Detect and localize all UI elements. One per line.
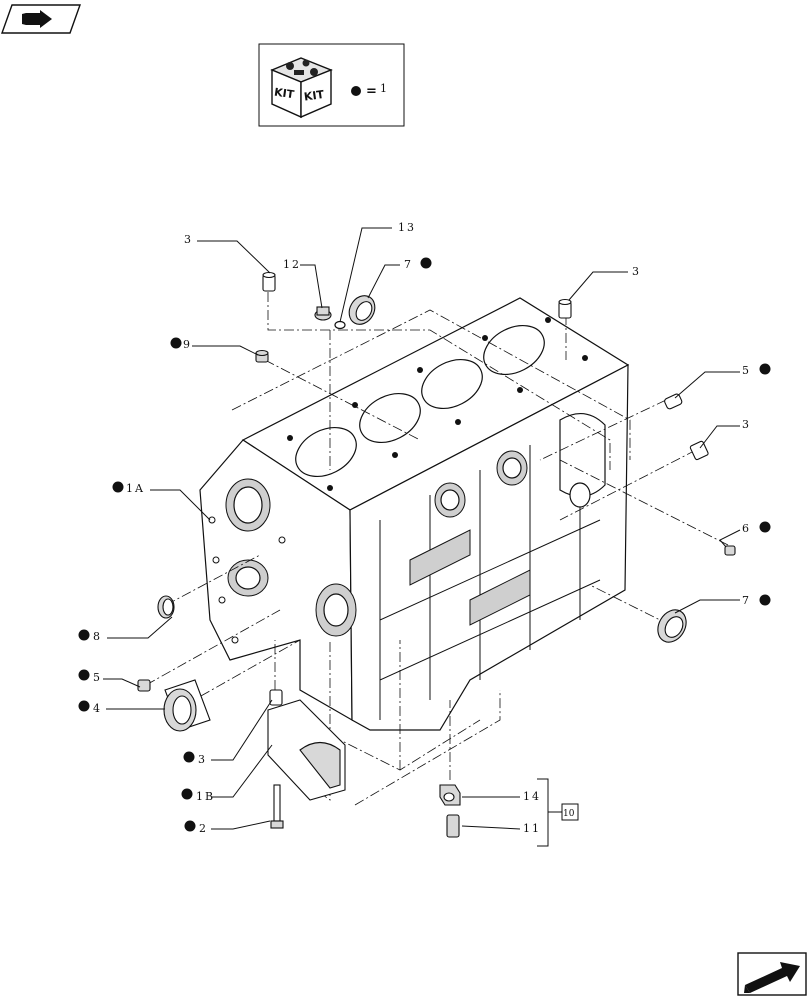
callout-3-bottom: 3 (198, 753, 207, 766)
main-bearing-cap-1B (267, 699, 346, 801)
dowel-sleeve-top-left (262, 271, 276, 292)
filled-dot-icon (112, 481, 124, 493)
kit-box: KIT KIT = 1 (258, 43, 405, 127)
callout-5-right: 5 (742, 364, 751, 377)
filled-dot-icon (181, 788, 193, 800)
kit-equals: = (366, 84, 377, 99)
seal-ring-8 (157, 595, 175, 619)
callout-7-top: 7 (404, 258, 413, 271)
callout-1B: 1B (196, 790, 215, 803)
next-page-arrow-icon[interactable] (737, 952, 807, 996)
filled-dot-icon (759, 521, 771, 533)
engine-block (199, 297, 630, 731)
kit-value: 1 (380, 82, 389, 95)
kit-word-left: KIT (273, 86, 295, 102)
plug-9 (255, 349, 269, 363)
callout-6: 6 (742, 522, 751, 535)
kit-markers (78, 257, 771, 832)
callout-5-left: 5 (93, 671, 102, 684)
bushing-4 (163, 679, 211, 732)
filled-dot-icon (170, 337, 182, 349)
callout-11: 11 (523, 822, 541, 835)
callout-10-box (561, 803, 579, 821)
plug-5-left (137, 679, 151, 692)
callout-3-right: 3 (742, 418, 751, 431)
callout-3-top-right: 3 (632, 265, 641, 278)
dowel-sleeve-right (689, 440, 709, 461)
callout-3-top-left: 3 (184, 233, 193, 246)
callout-1A: 1A (126, 482, 145, 495)
callout-4: 4 (93, 702, 102, 715)
filled-dot-icon (183, 751, 195, 763)
callout-7-right: 7 (742, 594, 751, 607)
filled-dot-icon (78, 669, 90, 681)
filled-dot-icon (759, 363, 771, 375)
plug-12 (314, 306, 332, 321)
leader-lines (103, 227, 741, 847)
dowel-sleeve-bottom (269, 689, 283, 706)
filled-dot-icon (759, 594, 771, 606)
plug-6 (724, 545, 736, 556)
filled-dot-icon (78, 700, 90, 712)
callout-9: 9 (183, 338, 192, 351)
plug-5-right (664, 393, 683, 410)
kit-word-right: KIT (303, 88, 325, 104)
callout-12: 12 (283, 258, 301, 271)
o-ring-13 (334, 320, 346, 330)
callout-10: 10 (563, 809, 575, 819)
seal-ring-7-top (348, 295, 376, 325)
filled-dot-icon (420, 257, 432, 269)
book-arrow-icon[interactable] (1, 4, 81, 34)
seal-ring-7-right (657, 609, 687, 643)
fitting-14 (439, 784, 461, 806)
bolt-11 (446, 814, 460, 838)
callout-2: 2 (199, 822, 208, 835)
callout-14: 14 (523, 790, 541, 803)
bolt-2 (270, 784, 284, 829)
filled-dot-icon (78, 629, 90, 641)
callout-8: 8 (93, 630, 102, 643)
kit-cube-icon: KIT KIT (270, 57, 333, 119)
filled-dot-icon (351, 86, 361, 96)
dowel-sleeve-top-right (558, 298, 572, 319)
filled-dot-icon (184, 820, 196, 832)
callout-labels: 3 13 12 7 3 9 5 3 1A 6 7 8 5 4 3 1B 2 14… (93, 221, 751, 835)
callout-13: 13 (398, 221, 416, 234)
